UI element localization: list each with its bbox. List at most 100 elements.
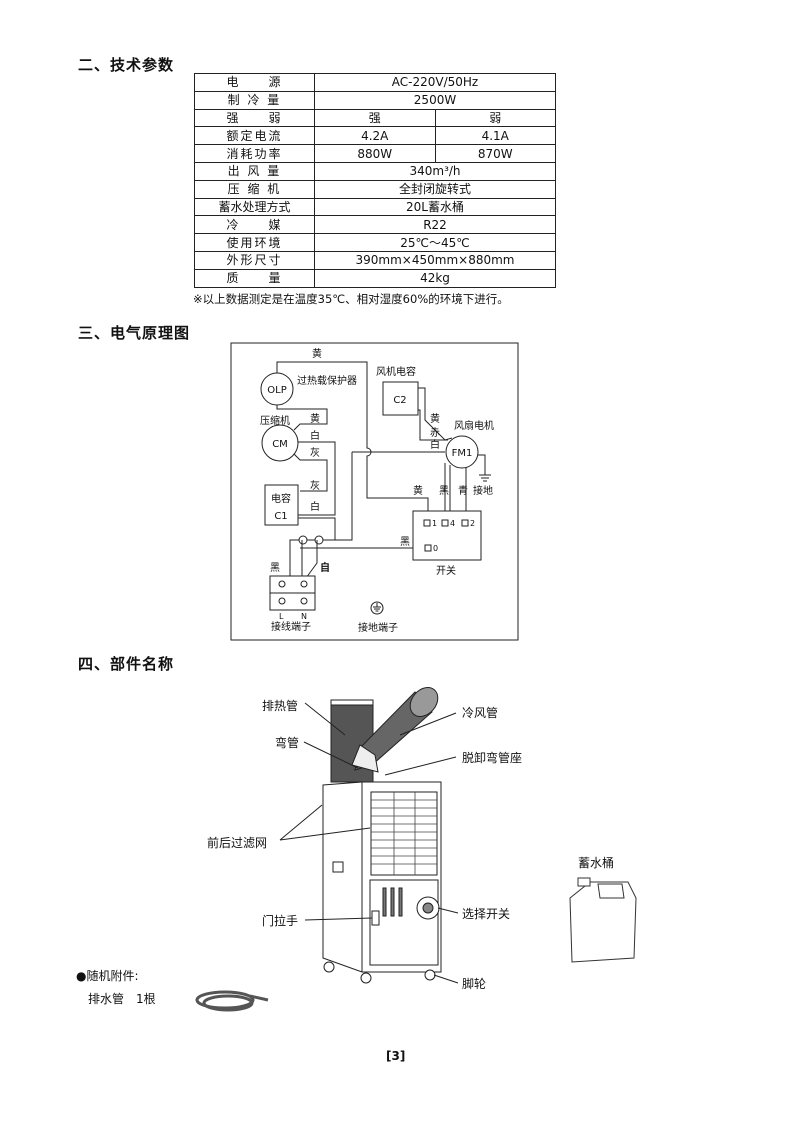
cm-symbol [261, 424, 299, 462]
accessory-drain-pipe: 排水管 1根 [88, 992, 156, 1006]
label-selector-switch: 选择开关 [462, 907, 511, 921]
terminal-0 [424, 544, 432, 552]
label-cold-air-pipe: 冷风管 [462, 706, 499, 720]
wire-label: 白 [310, 429, 320, 442]
fm1-symbol [445, 435, 479, 469]
table-row: 强 弱强弱 [194, 108, 556, 128]
row-label: 消耗功率 [194, 144, 315, 163]
switch-symbol [412, 510, 482, 561]
wires [276, 361, 486, 579]
row-value: 20L蓄水桶 [314, 197, 556, 217]
row-value-weak: 弱 [434, 108, 556, 128]
row-value: 全封闭旋转式 [314, 179, 556, 199]
terminal-label: 2 [470, 519, 475, 528]
olp-label: OLP [267, 385, 286, 396]
row-value-strong: 880W [314, 144, 436, 163]
wire-label: 自 [320, 561, 330, 574]
terminal-block-label: 接线端子 [271, 620, 311, 633]
row-value-strong: 强 [314, 108, 436, 128]
row-label: 蓄水处理方式 [194, 197, 315, 217]
wire-label: 黑 [400, 536, 410, 548]
wire-label: 赤 [430, 427, 440, 439]
label-elbow: 弯管 [275, 736, 300, 750]
switch-label: 开关 [436, 564, 456, 577]
row-value: 2500W [314, 90, 556, 110]
cm-label: CM [272, 439, 288, 450]
label-elbow-seat: 脱卸弯管座 [462, 751, 523, 765]
terminal-label: 0 [433, 544, 438, 553]
filter-grille [370, 791, 438, 876]
row-label: 使用环境 [194, 233, 315, 252]
row-value-weak: 4.1A [434, 126, 556, 146]
row-value-strong: 4.2A [314, 126, 436, 146]
row-value: 390mm×450mm×880mm [314, 250, 556, 270]
label-door-handle: 门拉手 [262, 914, 299, 928]
olp-symbol [260, 372, 294, 406]
wire-label: 黄 [312, 347, 322, 360]
terminal-2 [461, 519, 469, 527]
c2-description: 风机电容 [376, 365, 416, 378]
table-row: 压 缩 机全封闭旋转式 [194, 179, 556, 199]
olp-description: 过热载保护器 [297, 374, 357, 387]
label-exhaust-pipe: 排热管 [262, 699, 299, 713]
label-water-tank: 蓄水桶 [578, 856, 615, 870]
terminal-label: 4 [450, 519, 455, 528]
row-label: 电 源 [194, 73, 315, 92]
unit-illustration [195, 687, 637, 1012]
accessories-heading: ●随机附件: [76, 969, 139, 983]
terminal-n-label: N [301, 612, 307, 621]
row-label: 冷 媒 [194, 215, 315, 235]
row-value: 340m³/h [314, 161, 556, 181]
wire-label: 灰 [310, 479, 320, 492]
ground-label: 接地 [473, 484, 493, 497]
row-value: AC-220V/50Hz [314, 73, 556, 92]
circuit-diagram: OLP 过热载保护器 黄 压缩机 CM 黄 白 灰 灰 白 电容 C1 风机电容… [230, 342, 519, 641]
label-filters: 前后过滤网 [207, 836, 268, 850]
row-label: 强 弱 [194, 108, 315, 128]
row-label: 外形尺寸 [194, 250, 315, 270]
row-value: 42kg [314, 268, 556, 288]
elbow [351, 744, 379, 773]
section-heading-circuit: 三、电气原理图 [78, 324, 191, 342]
row-label: 压 缩 机 [194, 179, 315, 199]
row-label: 出 风 量 [194, 161, 315, 181]
row-value: R22 [314, 215, 556, 235]
section-heading-tech: 二、技术参数 [78, 56, 175, 74]
row-value: 25℃～45℃ [314, 233, 556, 252]
ground-terminal-icon [370, 601, 384, 615]
c1-symbol [264, 484, 299, 526]
wire-label: 白 [310, 500, 320, 513]
terminal-l-label: L [279, 612, 284, 621]
wire-label: 青 [458, 484, 468, 497]
ground-terminal-label: 接地端子 [358, 621, 398, 634]
cm-description: 压缩机 [260, 414, 290, 427]
row-label: 质 量 [194, 268, 315, 288]
c2-symbol [382, 381, 419, 416]
page-number: [3] [386, 1049, 406, 1063]
door-handle [371, 910, 380, 926]
wire-label: 黑 [439, 485, 449, 497]
c1-description: 电容 [271, 492, 291, 505]
fm1-label: FM1 [452, 448, 473, 459]
diagram-frame [230, 342, 519, 641]
row-label: 额定电流 [194, 126, 315, 146]
row-label: 制 冷 量 [194, 90, 315, 110]
section-heading-parts: 四、部件名称 [78, 655, 175, 673]
row-value-weak: 870W [434, 144, 556, 163]
water-tank [569, 877, 637, 963]
wire-label: 黄 [413, 484, 423, 497]
ground-symbol-fm1 [479, 474, 491, 482]
drain-hose [195, 990, 269, 1012]
spec-note: ※以上数据测定是在温度35℃、相对湿度60%的环境下进行。 [193, 292, 509, 306]
grille-lines [371, 792, 437, 875]
